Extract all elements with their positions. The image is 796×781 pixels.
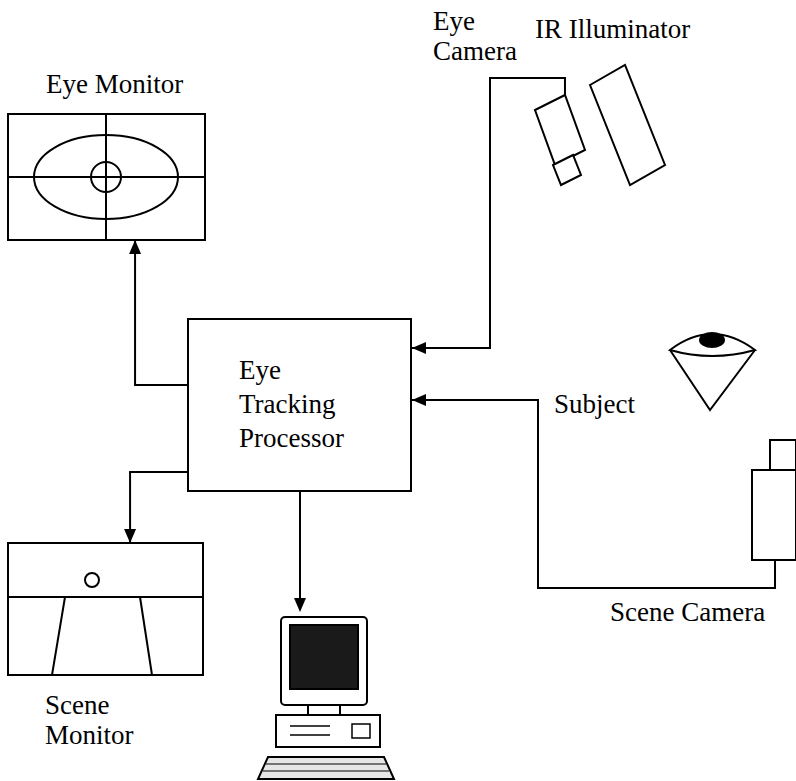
box-label: Eye Tracking Processor [239,354,359,455]
eye-symbol [670,334,755,356]
monitor-stand [308,705,340,715]
pupil [700,333,724,347]
eye-monitor-screen [8,114,205,240]
road-edge [52,597,65,675]
subject-eye: Subject [630,330,765,412]
pupil-circle [91,162,121,192]
signal-connector [135,240,187,385]
computer-monitor [281,617,367,705]
camera-body [535,95,585,165]
camera-lens [770,440,796,470]
scene-camera: Scene Camera [752,440,796,560]
component-label: Eye Camera [433,7,528,66]
ir-illuminator: IR Illuminator [590,65,665,185]
road-edge [140,597,152,675]
key-row [263,771,389,772]
arrow-head [124,529,136,543]
computer-base [276,715,380,747]
signal-connector [412,400,775,588]
component-label: IR Illuminator [535,15,690,45]
scene-monitor-screen [8,543,203,675]
eye-outline [34,135,178,219]
crosshair [8,176,205,178]
component-label: Scene Camera [610,598,765,628]
scene-monitor: Scene Monitor [8,543,203,675]
arrow-head [294,598,306,612]
arrow-head [129,240,141,254]
computer-screen [290,625,358,689]
eye-camera: Eye Camera [515,95,585,190]
drive-slot [290,725,330,727]
arrow-head [412,394,426,406]
gaze-marker [85,573,99,587]
drive-bay [352,724,370,738]
key-row [266,764,386,765]
camera-lens [553,155,581,185]
view-cone [670,350,755,410]
eye-monitor: Eye Monitor [8,114,205,240]
horizon-line [8,596,203,598]
drive-slot [290,734,330,736]
arrow-head [412,342,426,354]
component-label: Eye Monitor [46,70,183,100]
component-label: Scene Monitor [45,691,145,750]
processor-box: Eye Tracking Processor [187,318,412,492]
keyboard [258,757,394,779]
camera-body [752,470,796,560]
output-arrow [299,492,301,598]
component-label: Subject [554,390,635,420]
signal-connector [130,472,187,543]
illuminator-body [590,65,665,185]
signal-connector [412,78,565,348]
